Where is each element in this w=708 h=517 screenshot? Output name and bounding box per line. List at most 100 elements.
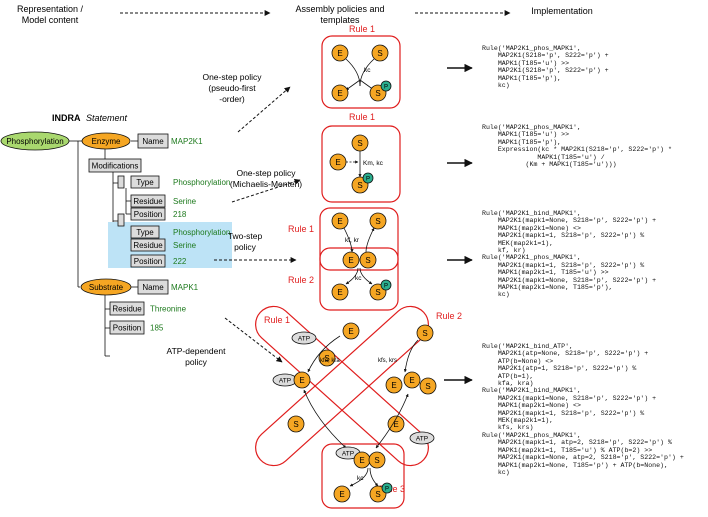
- template-one-step-pseudo: Rule 1 E S kc E S P: [321, 24, 401, 109]
- template4-s-lower-left-label: S: [293, 420, 298, 429]
- template4-rule3-box: [321, 443, 405, 509]
- code-block-1: Rule('MAP2K1_phos_MAPK1', MAP2K1(S218='p…: [482, 45, 609, 90]
- template3-rule1-box: [319, 207, 399, 271]
- policy-4-line2: policy: [185, 357, 207, 367]
- substrate-ellipse: [80, 278, 132, 296]
- enzyme-name-value: MAP2K1: [171, 137, 203, 146]
- template3-kf-kr: kf, kr: [345, 237, 360, 244]
- template2-e-label: E: [335, 158, 340, 167]
- substrate-position-box: [109, 320, 145, 335]
- template3-rule2-label: Rule 2: [288, 275, 314, 285]
- substrate-residue-label: Residue: [112, 305, 142, 314]
- template4-e-right2-label: E: [391, 381, 396, 390]
- enzyme-label: Enzyme: [92, 137, 121, 146]
- template4-s-ternary: [368, 451, 386, 469]
- template1-rule-label: Rule 1: [349, 24, 375, 34]
- template3-arrow-s: [359, 267, 373, 285]
- template3-s-mid-label: S: [365, 256, 370, 265]
- template1-p: [380, 80, 392, 92]
- template4-kfa-kra: kfa, kra: [320, 358, 340, 364]
- template3-p: [380, 279, 392, 291]
- template4-arrow-e-product: [349, 467, 369, 487]
- mod1-type-value: Phosphorylation: [173, 178, 230, 187]
- template3-e-mid: [342, 251, 360, 269]
- template3-p-label: P: [384, 284, 388, 290]
- template4-rule1-label: Rule 1: [264, 315, 290, 325]
- template1-e-bottom-label: E: [337, 89, 342, 98]
- substrate-name-label: Name: [142, 283, 164, 292]
- template4-arrow-atp-bind: [307, 335, 341, 373]
- template3-s-top-label: S: [375, 217, 380, 226]
- indra-statement-tree: INDRA Statement Phosphorylatio: [0, 113, 232, 357]
- template4-e-top-label: E: [348, 327, 353, 336]
- policy-4-arrow: [224, 317, 283, 363]
- template-two-step: Rule 1 Rule 2 E S kf, kr E S kc E S P: [288, 207, 399, 311]
- policy-3-line2: policy: [234, 242, 256, 252]
- template1-kc: kc: [364, 67, 371, 74]
- template4-s-left: [318, 349, 336, 367]
- template4-s-ternary-label: S: [374, 456, 379, 465]
- template4-rule2-label: Rule 2: [436, 311, 462, 321]
- policy-1-line1: One-step policy: [202, 72, 262, 82]
- mod1-residue-value: Serine: [173, 197, 197, 206]
- template4-rule2-capsule: [255, 305, 429, 467]
- template1-s-top: [371, 44, 389, 62]
- template4-atp-lower-right: [409, 431, 435, 445]
- mod2-position-label: Position: [134, 257, 162, 266]
- template4-arrow-s-product: [369, 467, 379, 487]
- mod2-type-box: [130, 225, 160, 239]
- template4-p-label: P: [385, 487, 389, 493]
- modification-2-highlight: [108, 222, 232, 268]
- substrate-name-value: MAPK1: [171, 283, 199, 292]
- mod2-type-label: Type: [136, 228, 154, 237]
- template4-p: [381, 482, 393, 494]
- mod2-position-value: 222: [173, 257, 187, 266]
- template2-p-label: P: [366, 177, 370, 183]
- header-assembly: Assembly policies and: [295, 4, 384, 14]
- template1-e-top: [331, 44, 349, 62]
- template4-arrow-left-to-ternary: [303, 389, 347, 449]
- template3-s-bottom-label: S: [375, 288, 380, 297]
- template3-s-mid: [359, 251, 377, 269]
- mod1-position-label: Position: [134, 210, 162, 219]
- template4-atp-ternary-label: ATP: [342, 451, 354, 458]
- template1-p-label: P: [384, 85, 388, 91]
- header-representation: Representation /: [17, 4, 84, 14]
- template3-arc-left: [343, 227, 354, 253]
- template4-e-right2: [385, 376, 403, 394]
- template4-arrow-s-bind: [403, 339, 419, 373]
- template1-s-bottom-label: S: [375, 89, 380, 98]
- policy-1-line3: -order): [219, 94, 245, 104]
- template1-e-bottom: [331, 84, 349, 102]
- template2-rule-label: Rule 1: [349, 112, 375, 122]
- enzyme-ellipse: [81, 132, 131, 150]
- mod1-residue-label: Residue: [133, 197, 163, 206]
- template2-s-top-label: S: [357, 139, 362, 148]
- policy-2-line2: (Michaelis-Menten): [230, 179, 302, 189]
- substrate-residue-value: Threonine: [150, 305, 187, 314]
- template3-arc-right: [365, 227, 375, 253]
- template3-kc: kc: [355, 275, 362, 282]
- substrate-label: Substrate: [89, 283, 124, 292]
- substrate-name-box: [137, 279, 169, 295]
- template3-rule1-label: Rule 1: [288, 224, 314, 234]
- template4-e-product-label: E: [339, 490, 344, 499]
- header-implementation: Implementation: [531, 6, 593, 16]
- mod2-position-box: [130, 254, 166, 268]
- template4-e-right: [403, 371, 421, 389]
- template2-rule-box: [321, 125, 401, 203]
- modification-2-box: [117, 213, 125, 227]
- template4-e-top: [342, 322, 360, 340]
- template1-arc-right: [359, 58, 375, 87]
- template3-arrow-e: [345, 267, 359, 285]
- mod1-position-box: [130, 207, 166, 221]
- template4-s-product-label: S: [375, 490, 380, 499]
- template4-e-right-label: E: [409, 376, 414, 385]
- template4-kc: kc: [357, 475, 364, 482]
- modifications-label: Modifications: [92, 162, 139, 171]
- mod1-type-box: [130, 175, 160, 189]
- mod2-residue-box: [130, 238, 166, 252]
- policy-1-line2: (pseudo-first: [208, 83, 256, 93]
- template4-e-product: [333, 485, 351, 503]
